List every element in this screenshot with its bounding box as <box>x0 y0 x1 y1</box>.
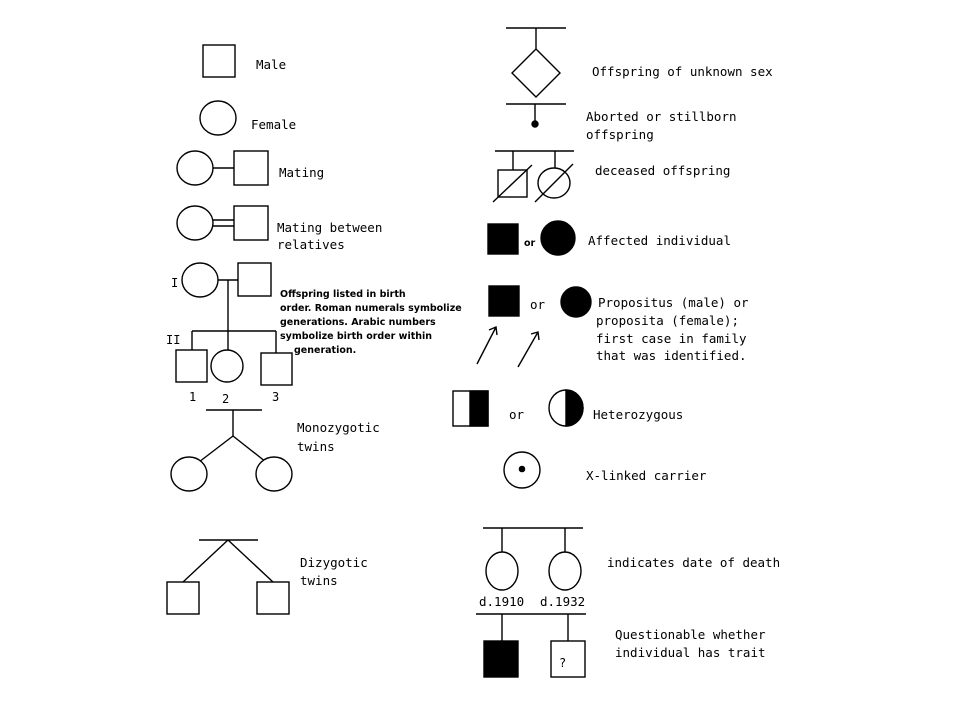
dz-twin-left-square-icon <box>166 581 200 615</box>
carrier-dot-icon <box>518 465 526 473</box>
heterozygous-or: or <box>509 407 525 422</box>
mating-label: Mating <box>279 165 324 180</box>
male-square-icon <box>202 44 236 78</box>
consanguineous-mating-entry: Mating between relatives <box>176 205 382 252</box>
birth-order-3: 3 <box>272 390 279 404</box>
heterozygous-label: Heterozygous <box>593 407 683 422</box>
mating-male-square-icon <box>233 150 269 186</box>
offspring-note-line-1: Offspring listed in birth <box>280 289 406 300</box>
date-of-death-entry: d.1910 d.1932 indicates date of death <box>479 527 780 609</box>
propositus-entry: or Propositus (male) or proposita (femal… <box>476 285 749 368</box>
propositus-label-2: proposita (female); <box>596 313 739 328</box>
dizygotic-label-1: Dizygotic <box>300 555 368 570</box>
birth-order-2: 2 <box>222 392 229 406</box>
child-two-female-circle-icon <box>210 349 244 383</box>
death-right-circle-icon <box>548 551 582 591</box>
monozygotic-label-2: twins <box>297 439 335 454</box>
proposita-arrow-head-icon <box>530 331 540 341</box>
mz-twin-right-circle-icon <box>255 456 293 492</box>
propositus-arrow-head-icon <box>488 325 498 336</box>
female-symbol-entry: Female <box>199 100 296 136</box>
mating-relatives-label-1: Mating between <box>277 220 382 235</box>
parent-male-square-icon <box>237 262 272 297</box>
birth-order-1: 1 <box>189 390 196 404</box>
dizygotic-twins-entry: Dizygotic twins <box>166 539 368 615</box>
aborted-label-1: Aborted or stillborn <box>586 109 737 124</box>
questionable-affected-square-icon <box>483 640 519 678</box>
parent-female-circle-icon <box>181 262 219 298</box>
propositus-square-icon <box>488 285 520 317</box>
offspring-note-line-5: generation. <box>294 345 356 356</box>
diamond-icon <box>511 48 561 98</box>
monozygotic-label-1: Monozygotic <box>297 420 380 435</box>
affected-label: Affected individual <box>588 233 731 248</box>
proposita-circle-icon <box>560 286 592 318</box>
affected-female-circle-icon <box>540 220 576 256</box>
heterozygous-entry: or Heterozygous <box>452 389 683 427</box>
dz-twin-right-square-icon <box>256 581 290 615</box>
dizygotic-label-2: twins <box>300 573 338 588</box>
propositus-label-4: that was identified. <box>596 348 747 363</box>
mz-twin-left-circle-icon <box>170 456 208 492</box>
affected-male-square-icon <box>487 223 519 255</box>
x-linked-label: X-linked carrier <box>586 468 707 483</box>
heterozygous-square-half-fill <box>469 390 489 427</box>
male-label: Male <box>256 57 286 72</box>
unknown-sex-entry: Offspring of unknown sex <box>506 27 773 98</box>
female-circle-icon <box>199 100 237 136</box>
affected-or: or <box>524 238 536 249</box>
propositus-label-3: first case in family <box>596 331 747 346</box>
child-three-male-square-icon <box>260 352 293 386</box>
child-one-male-square-icon <box>175 349 208 383</box>
offspring-note-line-3: generations. Arabic numbers <box>280 317 436 328</box>
x-linked-carrier-entry: X-linked carrier <box>503 451 707 489</box>
male-symbol-entry: Male <box>202 44 286 78</box>
relatives-female-circle-icon <box>176 205 214 241</box>
deceased-male-slash <box>492 164 533 203</box>
propositus-arrow-shaft <box>476 326 497 365</box>
question-mark: ? <box>559 656 566 670</box>
propositus-or: or <box>530 297 546 312</box>
date-of-death-label: indicates date of death <box>607 555 780 570</box>
mating-relatives-label-2: relatives <box>277 237 345 252</box>
offspring-note-line-4: symbolize birth order within <box>280 331 432 342</box>
deceased-entry: deceased offspring <box>492 150 730 203</box>
heterozygous-circle-half-fill <box>565 389 584 427</box>
questionable-label-2: individual has trait <box>615 645 766 660</box>
aborted-label-2: offspring <box>586 127 654 142</box>
aborted-entry: Aborted or stillborn offspring <box>506 103 737 142</box>
aborted-dot-icon <box>531 120 539 128</box>
proposita-arrow-shaft <box>517 331 539 368</box>
monozygotic-twins-entry: Monozygotic twins <box>170 409 380 492</box>
mating-female-circle-icon <box>176 150 214 186</box>
questionable-label-1: Questionable whether <box>615 627 766 642</box>
relatives-male-square-icon <box>233 205 269 241</box>
death-date-1: d.1910 <box>479 594 524 609</box>
mating-symbol-entry: Mating <box>176 150 324 186</box>
deceased-female-slash <box>534 163 574 203</box>
deceased-label: deceased offspring <box>595 163 730 178</box>
affected-entry: or Affected individual <box>487 220 731 256</box>
death-left-circle-icon <box>485 551 519 591</box>
offspring-note-line-2: order. Roman numerals symbolize <box>280 303 462 314</box>
generation-one-numeral: I <box>171 276 178 290</box>
propositus-label-1: Propositus (male) or <box>598 295 749 310</box>
unknown-sex-label: Offspring of unknown sex <box>592 64 773 79</box>
death-date-2: d.1932 <box>540 594 585 609</box>
questionable-entry: ? Questionable whether individual has tr… <box>476 613 766 678</box>
questionable-square-icon <box>550 640 586 678</box>
generations-entry: I II 1 2 3 Offspring listed in birth ord… <box>166 262 462 406</box>
generation-two-numeral: II <box>166 333 180 347</box>
female-label: Female <box>251 117 296 132</box>
